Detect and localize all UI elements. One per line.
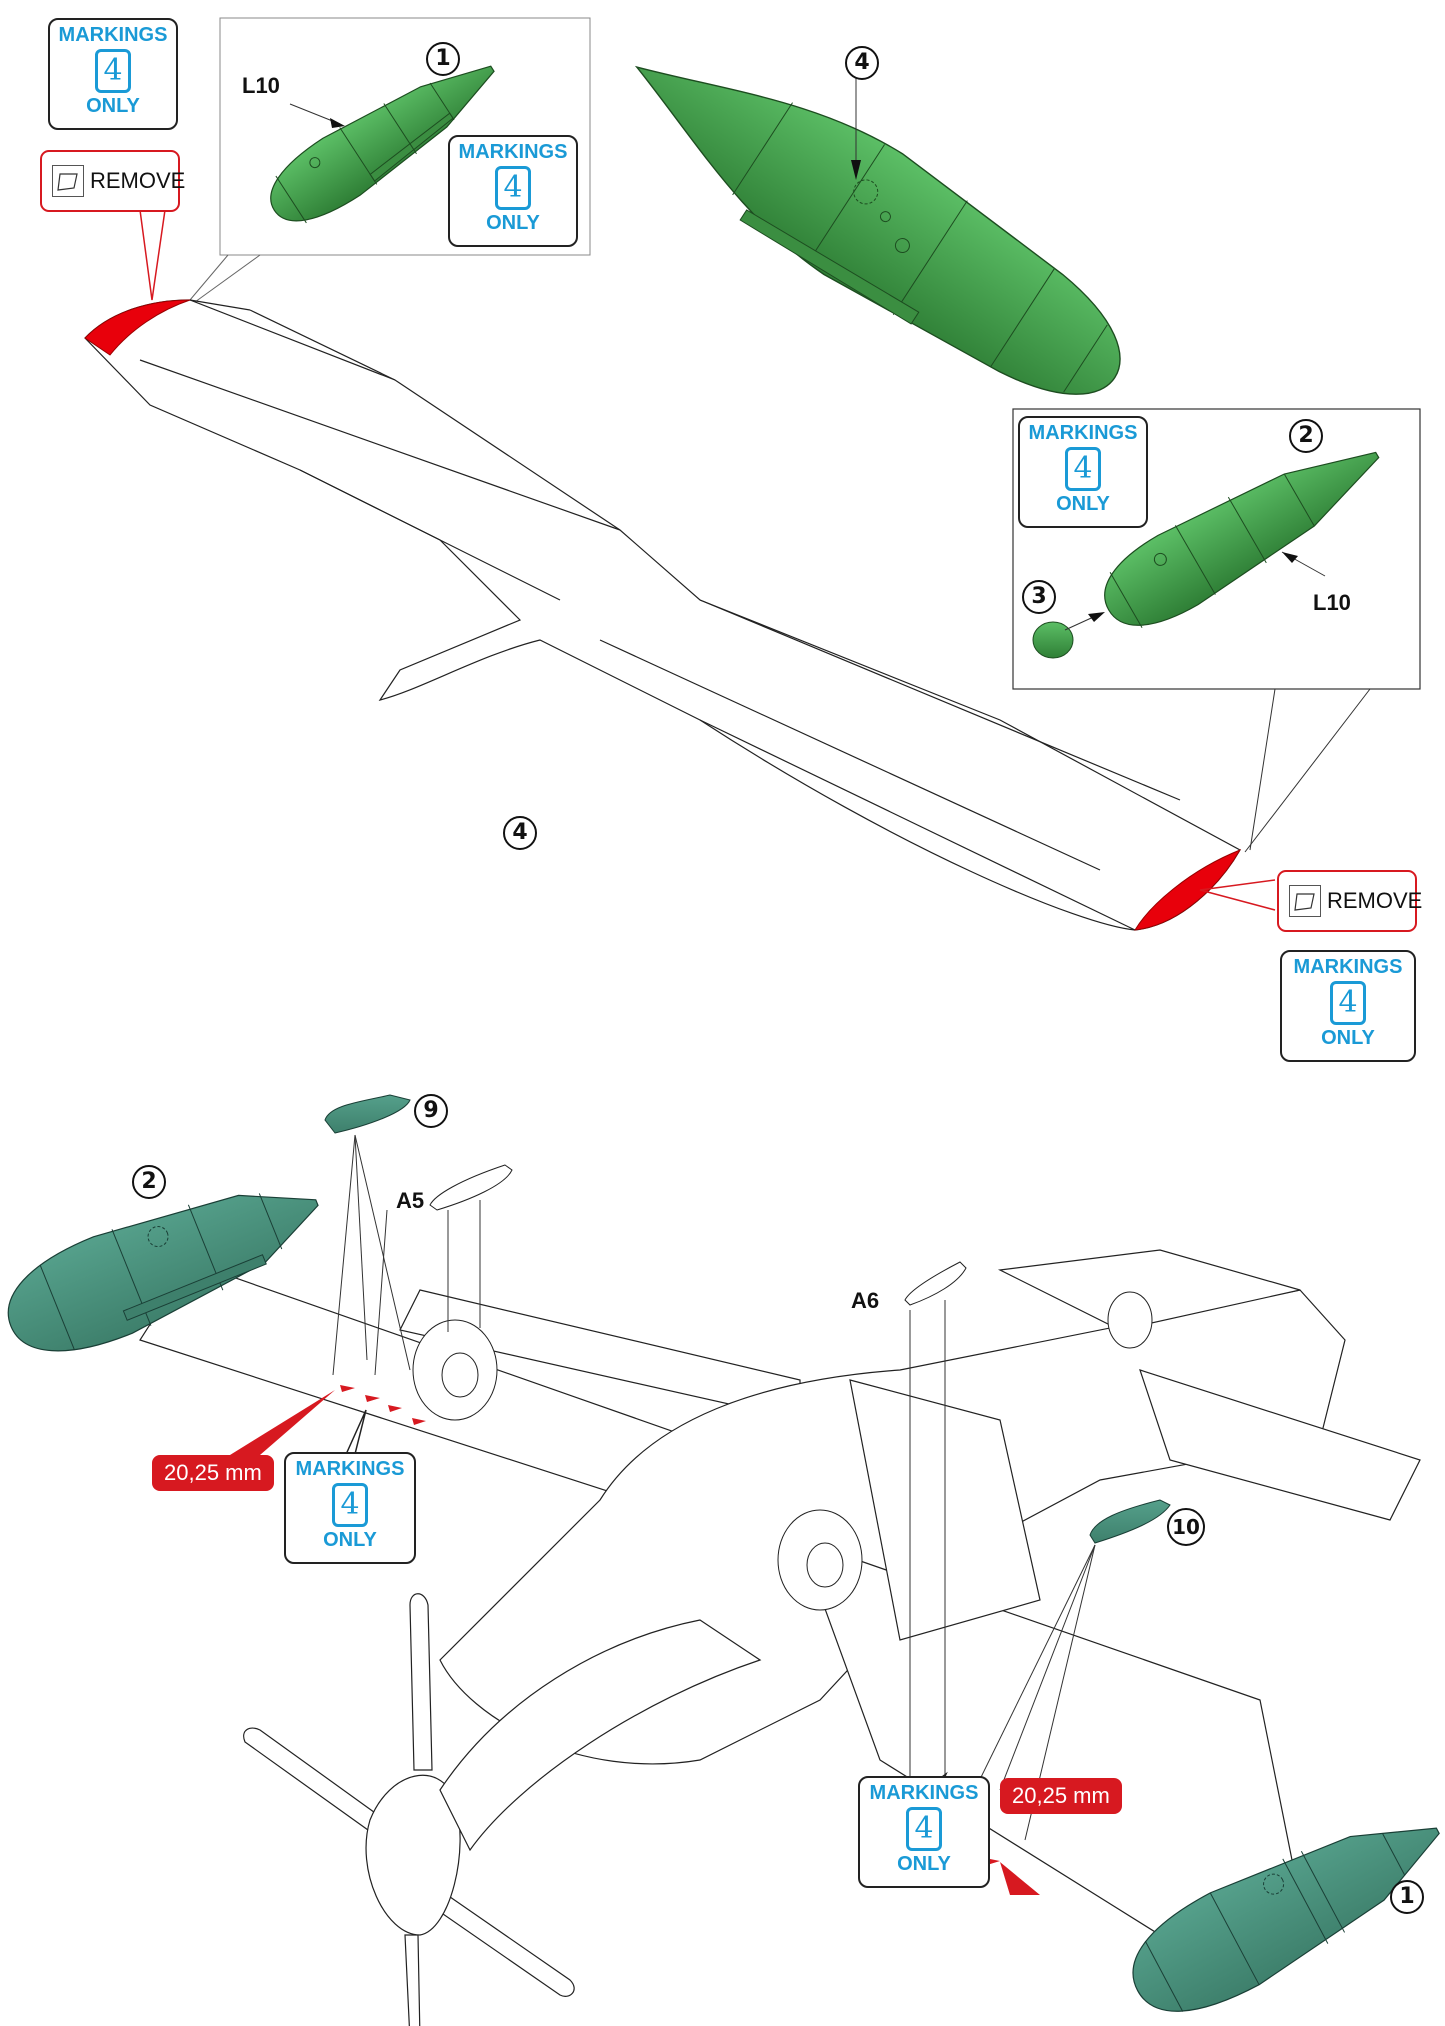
markings-number: 4 [495,166,531,210]
markings-title: MARKINGS [1293,956,1403,978]
callout-number: 10 [1167,1508,1205,1546]
cut-icon [1289,885,1321,917]
dimension-label: 20,25 mm [1000,1778,1122,1814]
aircraft-underside [139,1249,1421,1961]
callout-number: 3 [1022,580,1056,614]
tail-wheel [1107,1291,1153,1349]
callout-number: 9 [414,1094,448,1128]
fairing-10 [1089,1499,1171,1544]
dimension-arrows-left [340,1385,426,1425]
dimension-pointer-left [230,1390,335,1455]
detail-box-1 [219,17,591,256]
markings-suffix: ONLY [323,1529,377,1551]
markings-suffix: ONLY [1056,493,1110,515]
markings-suffix: ONLY [486,212,540,234]
dimension-label: 20,25 mm [152,1455,274,1491]
markings-number: 4 [332,1483,368,1527]
cut-icon [52,165,84,197]
remove-callout: REMOVE [40,150,185,212]
markings-badge: MARKINGS 4 ONLY [1018,416,1148,528]
wing-top-view [84,299,1241,931]
markings-badge: MARKINGS 4 ONLY [448,135,578,247]
propeller [243,1593,762,2026]
callout-number: 4 [845,46,879,80]
callout-number: 1 [426,42,460,76]
part-label: A6 [851,1288,880,1313]
markings-badge: MARKINGS 4 ONLY [1280,950,1416,1062]
markings-title: MARKINGS [58,24,168,46]
drop-tank-bottom-1 [1132,1827,1440,2012]
markings-badge: MARKINGS 4 ONLY [48,18,178,130]
part-label: L10 [242,73,280,98]
drop-tank-1 [270,65,495,224]
drop-tank-2 [1104,451,1380,628]
markings-number: 4 [95,49,131,93]
drop-tank-large [634,65,1121,395]
callout-number: 2 [132,1165,166,1199]
markings-title: MARKINGS [458,141,568,163]
markings-suffix: ONLY [897,1853,951,1875]
wingtip-remove-left [84,299,191,356]
remove-callout: REMOVE [1277,870,1422,932]
markings-number: 4 [1065,447,1101,491]
fairing-9 [324,1094,411,1134]
drop-tank-bottom-2 [7,1193,319,1352]
markings-badge: MARKINGS 4 ONLY [284,1452,416,1564]
markings-title: MARKINGS [869,1782,979,1804]
dimension-pointer-right [1000,1862,1040,1895]
callout-number: 1 [1390,1880,1424,1914]
callout-number: 2 [1289,419,1323,453]
markings-suffix: ONLY [1321,1027,1375,1049]
main-wheel-right [777,1509,863,1611]
wingtip-remove-right [1134,849,1242,931]
detail-box-2 [1012,408,1421,690]
light-a5 [429,1164,513,1211]
markings-number: 4 [906,1807,942,1851]
nose-cap-3 [1032,621,1074,659]
markings-suffix: ONLY [86,95,140,117]
markings-number: 4 [1330,981,1366,1025]
markings-title: MARKINGS [295,1458,405,1480]
main-wheel-left [412,1319,498,1421]
light-a6 [904,1261,967,1306]
part-label: A5 [396,1188,425,1213]
markings-badge: MARKINGS 4 ONLY [858,1776,990,1888]
remove-label: REMOVE [90,168,186,193]
markings-title: MARKINGS [1028,422,1138,444]
remove-label: REMOVE [1327,888,1423,913]
callout-number: 4 [503,816,537,850]
part-label: L10 [1313,590,1351,615]
